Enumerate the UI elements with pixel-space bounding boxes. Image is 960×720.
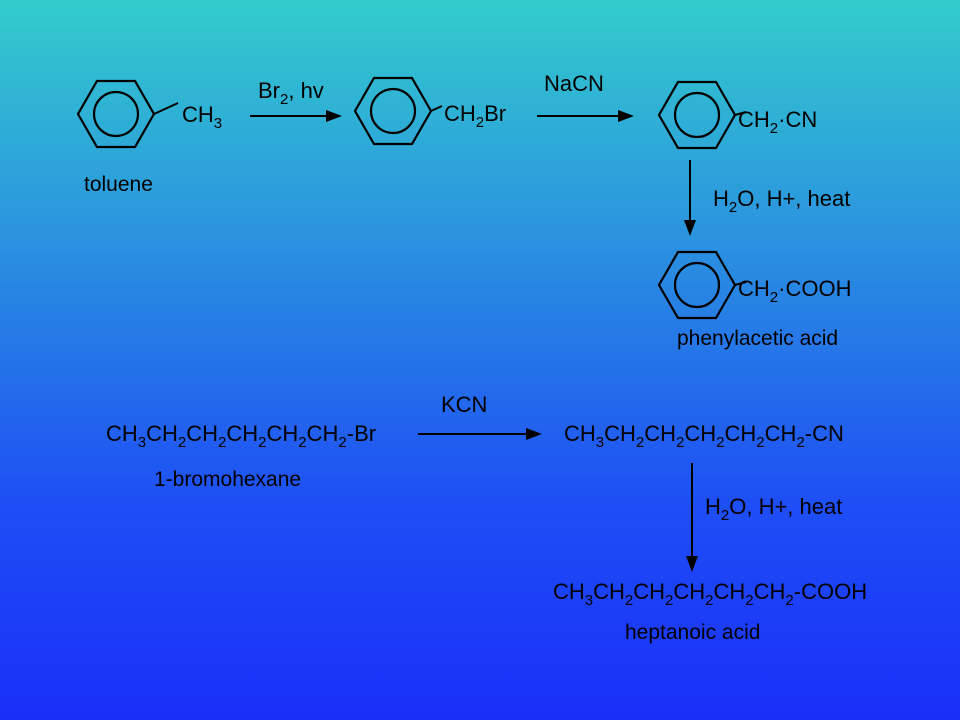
benzyl-bromide-structure: CH2Br — [353, 76, 506, 146]
phenylacetic-acid-structure: CH2·COOH — [657, 250, 851, 320]
reagent-hydrolysis-2: H2O, H+, heat — [705, 494, 842, 524]
benzene-ring — [657, 80, 737, 150]
aromatic-circle — [673, 261, 721, 309]
methyl-group: CH3 — [182, 102, 222, 132]
benzyl-cyanide-structure: CH2·CN — [657, 80, 817, 150]
arrow-1 — [250, 110, 342, 122]
aromatic-circle — [369, 87, 417, 135]
benzene-ring — [76, 79, 156, 149]
substituent-bond — [734, 281, 747, 286]
bromohexane-formula: CH3CH2CH2CH2CH2CH2-Br — [106, 421, 376, 451]
cyanomethyl-group: CH2·CN — [738, 107, 817, 137]
carboxymethyl-group: CH2·COOH — [738, 276, 851, 306]
phenylacetic-acid-label: phenylacetic acid — [677, 327, 838, 350]
aromatic-circle — [673, 91, 721, 139]
substituent-bond — [153, 102, 179, 115]
reagent-kcn: KCN — [441, 392, 487, 417]
substituent-bond — [430, 105, 443, 112]
substituent-bond — [734, 111, 747, 116]
heptanoic-acid-label: heptanoic acid — [625, 621, 760, 644]
reagent-hydrolysis-1: H2O, H+, heat — [713, 186, 850, 216]
arrow-5 — [686, 463, 698, 572]
toluene-label: toluene — [84, 173, 153, 196]
arrow-2 — [537, 110, 634, 122]
aromatic-circle — [92, 90, 140, 138]
arrow-4 — [418, 428, 542, 440]
arrow-3 — [684, 160, 696, 236]
bromomethyl-group: CH2Br — [444, 101, 506, 131]
heptanenitrile-formula: CH3CH2CH2CH2CH2CH2-CN — [564, 421, 844, 451]
bromohexane-label: 1-bromohexane — [154, 468, 301, 491]
reagent-bromine-light: Br2, hv — [258, 78, 324, 108]
heptanoic-acid-formula: CH3CH2CH2CH2CH2CH2-COOH — [553, 579, 867, 609]
benzene-ring — [353, 76, 433, 146]
toluene-structure: CH3 — [76, 79, 222, 149]
benzene-ring — [657, 250, 737, 320]
reagent-nacn: NaCN — [544, 71, 604, 96]
